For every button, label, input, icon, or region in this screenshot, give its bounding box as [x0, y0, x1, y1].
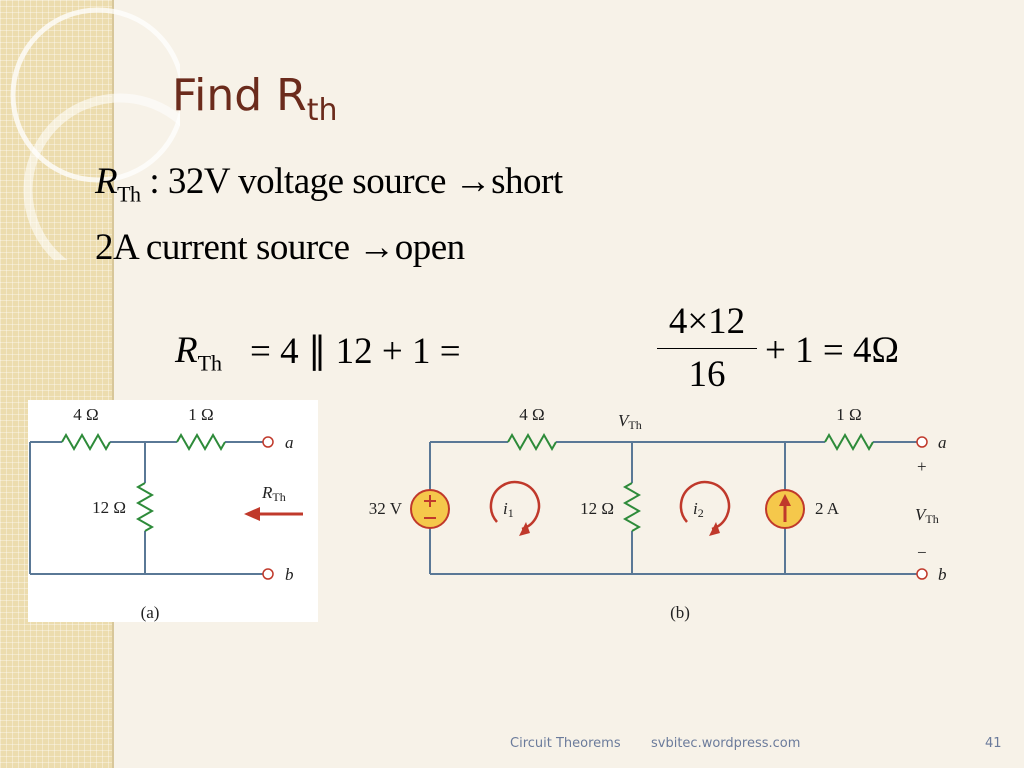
terminal-a	[262, 436, 274, 448]
current-source-2a	[765, 489, 805, 529]
fig-b-r4-label: 4 Ω	[519, 405, 544, 424]
fig-b-node-a: a	[938, 433, 947, 452]
circuit-figure: 4 Ω 1 Ω 12 Ω a b RTh (a)	[29, 405, 947, 622]
terminal-a	[916, 436, 928, 448]
fig-b-isource-label: 2 A	[815, 499, 840, 518]
fig-b-r1-label: 1 Ω	[836, 405, 861, 424]
fig-b-caption: (b)	[670, 603, 690, 622]
terminal-b	[262, 568, 274, 580]
fig-a-node-b: b	[285, 565, 294, 584]
decorative-rings	[10, 7, 180, 260]
fig-b-vth-top-label: VTh	[618, 411, 642, 432]
mesh-current-i1-arrow	[489, 480, 541, 531]
fig-b-plus: +	[917, 457, 927, 476]
voltage-source-32v	[410, 489, 450, 529]
fig-b-r12-label: 12 Ω	[580, 499, 614, 518]
footer-title: Circuit Theorems	[510, 736, 621, 751]
footer-url: svbitec.wordpress.com	[651, 736, 801, 751]
fig-b-vth-label: VTh	[915, 505, 939, 526]
fig-a-r1-label: 1 Ω	[188, 405, 213, 424]
fig-a-rth-label: RTh	[261, 483, 286, 504]
fig-b-node-b: b	[938, 565, 947, 584]
page-number: 41	[985, 736, 1002, 751]
mesh-current-i2-arrow	[679, 480, 731, 531]
fig-a-caption: (a)	[141, 603, 160, 622]
rth-equation: RTh = 4 ∥ 12 + 1 = 4×12 16 + 1 = 4Ω	[175, 300, 899, 397]
fraction: 4×12 16	[657, 300, 757, 397]
fig-a-r4-label: 4 Ω	[73, 405, 98, 424]
sidebar-edge	[112, 0, 114, 768]
fig-b-i1-label: i1	[503, 499, 514, 520]
slide-title: Find Rth	[172, 70, 338, 128]
terminal-b	[916, 568, 928, 580]
fig-b-vsource-label: 32 V	[369, 499, 403, 518]
figure-a: 4 Ω 1 Ω 12 Ω a b RTh (a)	[29, 405, 303, 622]
fig-b-minus: −	[917, 543, 927, 562]
fig-a-node-a: a	[285, 433, 294, 452]
rth-rule-line: RTh : 32V voltage source →short	[95, 161, 563, 207]
fig-b-i2-label: i2	[693, 499, 704, 520]
fig-a-r12-label: 12 Ω	[92, 498, 126, 517]
figure-b: 32 V 4 Ω VTh 1 Ω 12 Ω 2 A i1 i2 a b + VT…	[369, 405, 947, 622]
current-source-rule-line: 2A current source →open	[95, 227, 465, 268]
